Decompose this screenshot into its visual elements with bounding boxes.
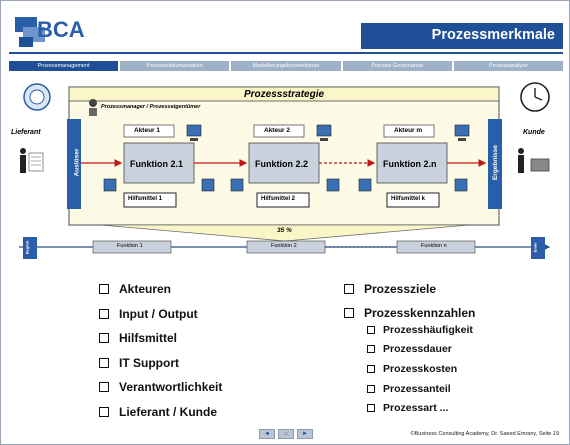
prev-slide-button[interactable]: ◄ [259,429,275,439]
lower-function-label-3: Funktion n [421,243,447,249]
checkbox-icon [367,364,375,373]
tab-prozessmanagement[interactable]: Prozessmanagement [9,61,119,71]
actor-box-2 [253,124,305,138]
supplier-label: Lieferant [11,129,41,136]
lower-function-1 [92,240,172,254]
checkbox-icon [367,345,375,354]
list-item: Lieferant / Kunde [99,400,222,425]
lower-function-3 [396,240,476,254]
trigger-bar [67,119,81,209]
next-slide-button[interactable]: ► [297,429,313,439]
function-box-1 [123,142,195,184]
actor-label-2: Akteur 2 [264,127,291,134]
slide-navigation: ◄ ⌂ ► [259,429,313,439]
output-icon [201,178,215,192]
function-label-3: Funktion 2.n [383,159,437,169]
process-diagram: Prozessstrategie Prozessmanager / Prozes… [9,75,563,265]
trigger-label: Auslöser [73,148,81,177]
input-icon [230,178,244,192]
tool-box-2 [256,192,310,208]
list-item: Verantwortlichkeit [99,375,222,400]
checkbox-icon [99,308,109,319]
checkbox-icon [367,384,375,393]
actor-label-3: Akteur m [394,127,423,134]
end-marker [531,237,545,259]
lower-function-label-2: Funktion 2 [271,243,297,249]
strategy-banner [68,86,500,102]
tab-prozessanalyse[interactable]: Prozessanalyse [453,61,564,71]
list-item: Prozesshäufigkeit [367,320,473,340]
input-icon [103,178,117,192]
home-button[interactable]: ⌂ [278,429,294,439]
percent-label: 35 % [277,227,292,234]
output-icon [454,178,468,192]
function-label-1: Funktion 2.1 [130,159,184,169]
page-title: Prozessmerkmale [361,23,563,49]
copyright-text: ©Business Consulting Academy, Dr. Saeed … [410,431,559,437]
list-item: Prozesskosten [367,359,473,379]
begin-label: Beginn [24,240,30,255]
tool-label-3: Hilfsmittel k [391,196,426,202]
checkbox-icon [99,333,109,344]
manager-icon [89,99,97,116]
actor-box-3 [383,124,435,138]
process-cycle-icon [23,83,51,111]
tool-box-3 [386,192,440,208]
results-label: Ergebnisse [492,144,500,181]
tool-label-2: Hilfsmittel 2 [261,196,296,202]
logo-text: BCA [37,17,85,42]
tool-label-1: Hilfsmittel 1 [128,196,163,202]
list-item: Prozessziele [344,277,475,301]
list-item: Hilfsmittel [99,326,222,351]
list-item: Prozessdauer [367,340,473,360]
clock-icon [520,82,550,112]
end-label: Ende [532,242,538,253]
computer-icon [316,124,332,141]
tool-box-1 [123,192,177,208]
manager-label: Prozessmanager / Prozesseigentümer [101,104,201,110]
checkbox-icon [99,284,109,295]
results-bar [488,119,502,209]
process-diagram-graphic [19,82,551,259]
list-item: Prozessart ... [367,398,473,418]
customer-icon [518,148,550,173]
function-label-2: Funktion 2.2 [255,159,309,169]
strategy-label: Prozessstrategie [244,89,325,100]
checkbox-icon [367,325,375,334]
checkbox-icon [367,404,375,413]
supplier-icon [20,148,44,173]
output-icon [326,178,340,192]
feature-list-right: Prozessziele Prozesskennzahlen [344,277,475,325]
checkbox-icon [99,357,109,368]
list-item: Prozesskennzahlen [344,301,475,325]
computer-icon [186,124,202,141]
input-icon [358,178,372,192]
tab-modellierungskonventionen[interactable]: Modellierungskonventionen [231,61,341,71]
list-item: Akteuren [99,277,222,302]
checkbox-icon [99,382,109,393]
kpi-list: Prozesshäufigkeit Prozessdauer Prozessko… [367,320,473,418]
lower-function-label-1: Funktion 1 [117,243,143,249]
funnel-shape [100,224,470,242]
checkbox-icon [344,308,354,318]
bca-logo [13,15,103,55]
checkbox-icon [99,406,109,417]
function-box-3 [376,142,448,184]
feature-list-left: Akteuren Input / Output Hilfsmittel IT S… [99,277,222,424]
checkbox-icon [344,284,354,294]
customer-label: Kunde [523,129,545,136]
tab-process-governance[interactable]: Process Governance [342,61,452,71]
actor-box-1 [123,124,175,138]
section-tabs: Prozessmanagement Prozessdokumentation M… [9,61,564,71]
actor-label-1: Akteur 1 [134,127,161,134]
header-divider [9,52,563,54]
begin-marker [23,237,37,259]
tab-prozessdokumentation[interactable]: Prozessdokumentation [120,61,230,71]
list-item: Prozessanteil [367,379,473,399]
list-item: IT Support [99,351,222,376]
list-item: Input / Output [99,302,222,327]
computer-icon [454,124,470,141]
